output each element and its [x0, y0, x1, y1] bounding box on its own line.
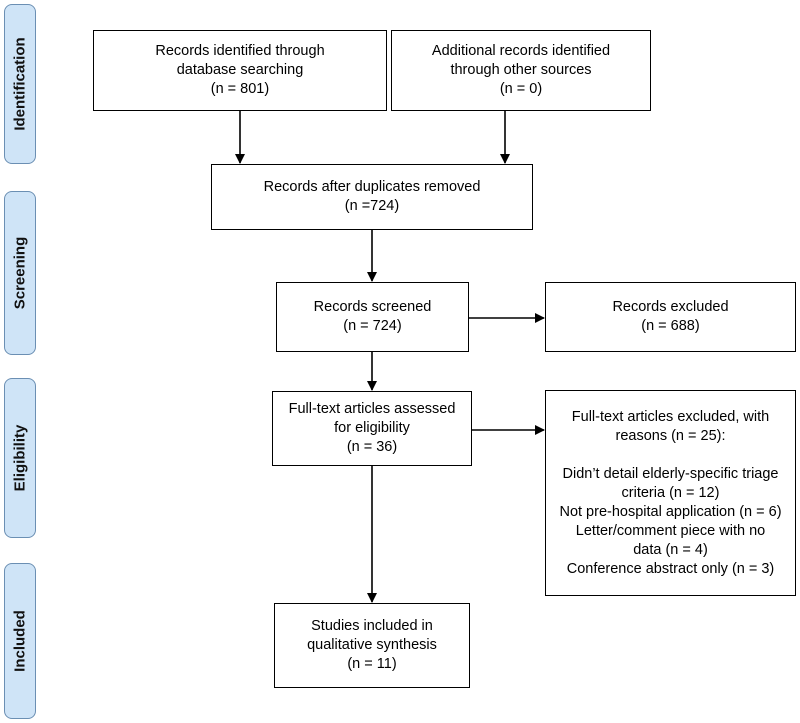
records-excluded-count: (n = 688): [641, 318, 700, 334]
other-sources-line1: Additional records identified: [431, 43, 611, 59]
other-sources-line2: through other sources: [450, 62, 592, 78]
studies-included-count: (n = 11): [347, 656, 397, 672]
fulltext-excluded-line1: Full-text articles excluded, with: [571, 408, 770, 425]
fulltext-assessed-line1: Full-text articles assessed: [288, 401, 456, 417]
records-screened-count: (n = 724): [343, 318, 402, 334]
box-other-sources: Additional records identified through ot…: [391, 30, 651, 111]
box-database-records: Records identified through database sear…: [93, 30, 387, 111]
phase-included: Included: [4, 563, 36, 719]
phase-screening: Screening: [4, 191, 36, 355]
database-records-count: (n = 801): [210, 81, 270, 97]
records-screened-line1: Records screened: [313, 299, 432, 315]
studies-included-line1: Studies included in: [311, 618, 433, 634]
fulltext-excluded-reason: Conference abstract only (n = 3): [566, 560, 775, 577]
box-records-excluded: Records excluded (n = 688): [545, 282, 796, 352]
fulltext-assessed-count: (n = 36): [346, 439, 398, 455]
duplicates-removed-line1: Records after duplicates removed: [263, 179, 481, 195]
fulltext-excluded-reason: criteria (n = 12): [621, 484, 720, 501]
fulltext-excluded-reason: Letter/comment piece with no: [575, 522, 766, 539]
fulltext-assessed-line2: for eligibility: [334, 420, 410, 436]
studies-included-line2: qualitative synthesis: [307, 637, 437, 653]
box-fulltext-excluded: Full-text articles excluded, with reason…: [545, 390, 796, 596]
box-records-screened: Records screened (n = 724): [276, 282, 469, 352]
fulltext-excluded-reason: Not pre-hospital application (n = 6): [559, 503, 782, 520]
duplicates-removed-count: (n =724): [344, 198, 400, 214]
box-duplicates-removed: Records after duplicates removed (n =724…: [211, 164, 533, 230]
database-records-line2: database searching: [176, 62, 304, 78]
records-excluded-line1: Records excluded: [612, 299, 729, 315]
phase-identification: Identification: [4, 4, 36, 164]
other-sources-count: (n = 0): [499, 81, 543, 97]
fulltext-excluded-line2: reasons (n = 25):: [615, 427, 726, 444]
fulltext-excluded-reason: Didn’t detail elderly-specific triage: [562, 465, 779, 482]
box-fulltext-assessed: Full-text articles assessed for eligibil…: [272, 391, 472, 466]
phase-eligibility: Eligibility: [4, 378, 36, 538]
box-studies-included: Studies included in qualitative synthesi…: [274, 603, 470, 688]
database-records-line1: Records identified through: [155, 43, 325, 59]
fulltext-excluded-reason: data (n = 4): [633, 541, 708, 558]
